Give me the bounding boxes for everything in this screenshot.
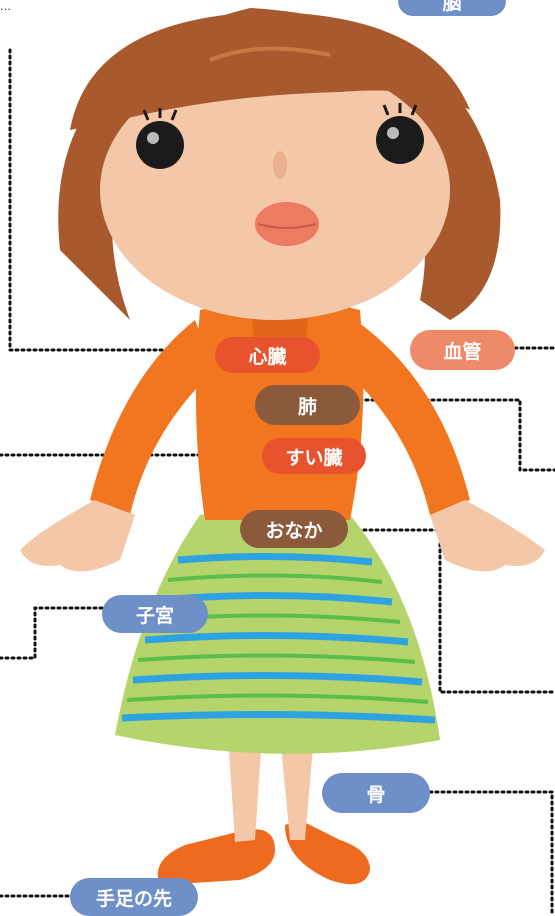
leader-lines [0,48,555,914]
label-brain: 脳 [398,0,506,16]
label-heart: 心臓 [215,337,320,373]
legs [228,735,314,842]
arms [20,320,545,572]
label-uterus: 子宮 [102,595,208,633]
label-lung: 肺 [255,385,360,425]
label-bone: 骨 [322,773,430,813]
leader-line-stomach [356,528,555,694]
hair-bangs [70,12,470,130]
face [100,60,450,320]
leader-line-bone [428,790,554,914]
mouth [255,202,319,246]
label-blood-vessel: 血管 [410,330,515,370]
leader-line-lung [358,398,555,472]
skirt [115,507,440,754]
leader-line-uterus [0,606,112,660]
eyes [136,103,424,169]
leader-line-heart [8,48,217,352]
nose [273,151,287,179]
label-stomach: おなか [240,510,348,548]
cropped-header-text: … [0,0,11,13]
label-pancreas: すい臓 [262,438,366,474]
label-extremities: 手足の先 [70,878,198,916]
shoes [157,820,370,885]
